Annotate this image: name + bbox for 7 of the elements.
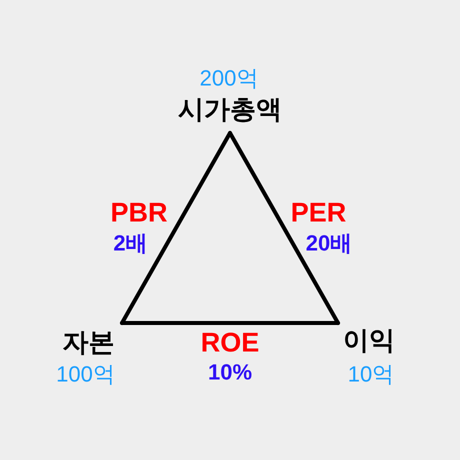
amount-label: 200억 (200, 64, 258, 90)
vertex-label: 자본 (62, 328, 114, 358)
connector-line (120, 321, 340, 325)
amount-label: 100억 (56, 361, 115, 387)
vertex-label: 시가총액 (178, 95, 282, 125)
vertex-label: 이익 (343, 326, 395, 356)
amount-label: 10억 (348, 361, 394, 387)
